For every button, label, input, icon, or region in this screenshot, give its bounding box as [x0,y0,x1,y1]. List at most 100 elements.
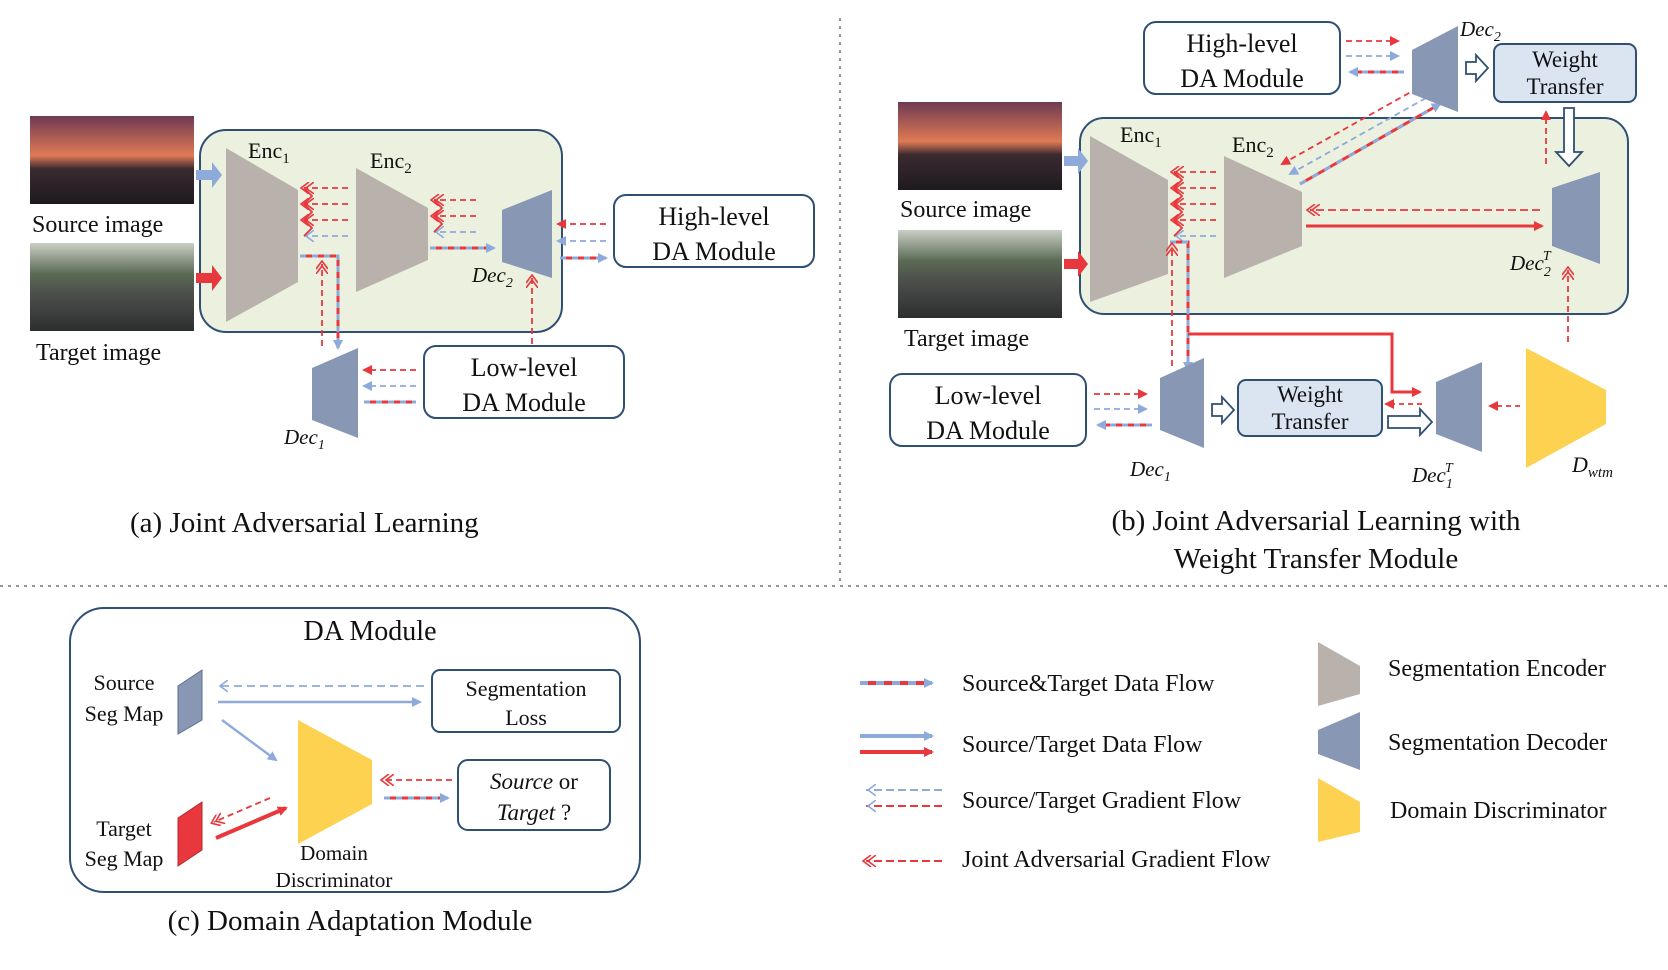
target-image-thumbnail-b [898,230,1062,318]
low-da-line2: DA Module [462,388,586,417]
joint-gradient-arrows-enc1 [304,188,348,236]
caption-c: (c) Domain Adaptation Module [168,905,533,937]
low-level-da-box-b [889,373,1087,447]
caption-b-line2: Weight Transfer Module [1174,543,1458,575]
low-da-line2-b: DA Module [926,416,1050,445]
wt-bottom-line1: Weight [1277,382,1343,407]
target-input-arrow [196,265,222,291]
legend: Source&Target Data Flow Source/Target Da… [860,642,1607,873]
question-line2: Target ? [497,800,571,825]
dec2-label: Dec2 [471,263,513,291]
high-level-da-box-b [1143,21,1341,95]
panel-b: Source image Target image Enc1 Enc2 Dec2… [889,17,1637,575]
grad-disc-target [214,797,271,822]
discriminator-wtm-shape [1526,348,1606,468]
joint-gradient-arrows-enc2 [434,200,476,232]
dec2-label-b: Dec2 [1459,17,1501,45]
wt-bottom-line2: Transfer [1271,409,1348,434]
disc-line1: Domain [300,841,368,865]
source-image-thumbnail-b [898,102,1062,190]
high-da-line2: DA Module [652,237,776,266]
source-seg-line1: Source [93,670,154,695]
target-seg-map-icon [177,801,203,867]
enc2-label: Enc2 [370,148,412,177]
high-level-da-box [613,194,815,268]
weight-transfer-bottom-box [1237,379,1383,437]
joint-gradient-arrows-b [1174,172,1216,236]
low-level-da-box [423,345,625,419]
wt-top-line1: Weight [1532,47,1598,72]
legend-discriminator-icon [1318,778,1360,842]
decoder-2-shape-b [1412,26,1458,112]
panel-a: Source image Target image Enc1 Enc2 Dec2 [30,116,815,539]
source-image-thumbnail [30,116,194,204]
legend-flow-1: Source&Target Data Flow [962,671,1215,697]
grad-dec2-enc2-red [1280,87,1419,165]
da-module-title: DA Module [304,616,437,647]
target-seg-line2: Seg Map [85,846,164,871]
source-seg-line2: Seg Map [85,701,164,726]
high-da-line1: High-level [658,202,769,231]
decoder-1-shape-b [1160,358,1204,448]
target-input-arrow-b [1064,251,1088,277]
hollow-arrow-top [1465,52,1490,84]
weight-transfer-top-box [1493,43,1637,103]
dec1-label: Dec1 [283,425,325,453]
enc1-label-b: Enc1 [1120,122,1162,151]
seg-loss-line2: Loss [505,705,547,730]
wt-top-line2: Transfer [1526,74,1603,99]
source-seg-map-icon [177,669,203,735]
caption-a: (a) Joint Adversarial Learning [130,507,479,539]
legend-flow-3: Source/Target Gradient Flow [962,788,1242,814]
hollow-arrow-dec1-wt [1211,394,1236,426]
legend-module-decoder: Segmentation Decoder [1388,730,1607,756]
legend-encoder-icon [1318,642,1360,706]
legend-module-encoder: Segmentation Encoder [1388,656,1606,682]
dec1t-label: Dec1T [1411,461,1454,492]
network-container-b [1079,117,1629,315]
segmentation-loss-box [431,669,621,733]
legend-flow-2: Source/Target Data Flow [962,732,1203,758]
high-da-line2-b: DA Module [1180,64,1304,93]
grad-dec2-enc2-blue [1288,97,1427,175]
target-image-thumbnail [30,243,194,331]
flow-source-disc [221,719,278,762]
encoder-2-shape [356,168,428,292]
dec1-label-b: Dec1 [1129,457,1171,485]
decoder-2-shape [502,190,552,278]
domain-discriminator-shape [298,720,372,844]
panel-c: DA Module Source Seg Map Segmentation Lo… [69,607,641,937]
low-da-line1-b: Low-level [935,381,1042,410]
caption-b-line1: (b) Joint Adversarial Learning with [1111,505,1521,537]
flow-target-disc [215,806,288,840]
dwtm-label: Dwtm [1571,452,1613,481]
legend-decoder-icon [1318,712,1360,770]
legend-flow-4: Joint Adversarial Gradient Flow [962,847,1271,873]
flow-enc1-dec1t [1188,332,1422,397]
encoder-1-shape [226,148,298,322]
enc2-label-b: Enc2 [1232,132,1274,161]
disc-line2: Discriminator [276,868,393,892]
hollow-arrow-down [1553,107,1585,168]
source-image-label-b: Source image [900,197,1031,223]
target-image-label: Target image [36,340,161,366]
high-da-line1-b: High-level [1186,29,1297,58]
dec2t-label: Dec2T [1509,249,1552,280]
mixed-flow-enc1-dec1-overlay [300,254,343,350]
decoder-2t-shape [1552,172,1600,264]
low-da-line1: Low-level [471,353,578,382]
decoder-1-shape [312,348,358,438]
flow-enc2-dec2 [1299,102,1441,186]
seg-loss-line1: Segmentation [466,676,587,701]
legend-module-discriminator: Domain Discriminator [1390,798,1607,824]
enc1-label: Enc1 [248,138,290,167]
target-seg-line1: Target [96,816,151,841]
target-image-label-b: Target image [904,326,1029,352]
decoder-1t-shape [1436,362,1482,452]
encoder-2-shape-b [1224,156,1302,278]
encoder-1-shape-b [1090,136,1168,302]
source-input-arrow [196,162,222,188]
source-input-arrow-b [1064,148,1088,174]
source-image-label: Source image [32,212,163,238]
